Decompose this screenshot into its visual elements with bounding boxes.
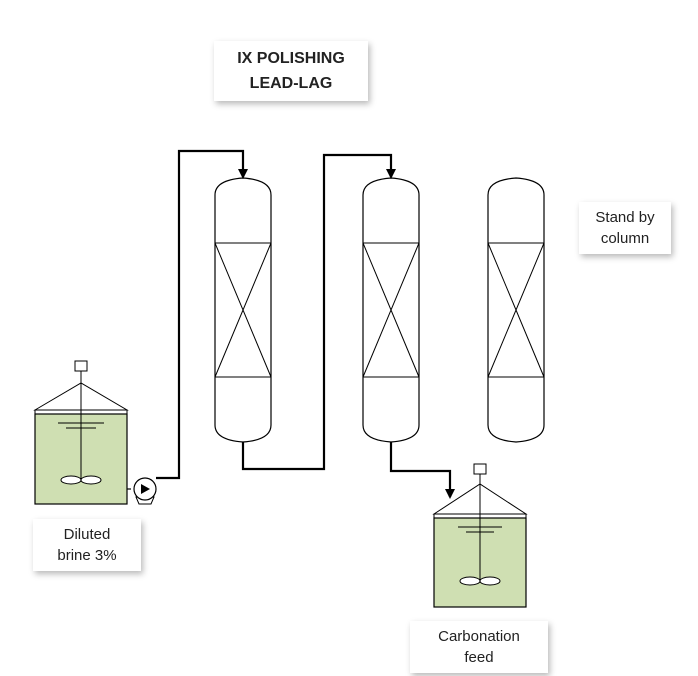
title-line-2: LEAD-LAG [249, 75, 333, 92]
standby-label-line-2: column [600, 230, 650, 247]
lag-column [362, 177, 420, 443]
diagram-title: IX POLISHING LEAD-LAG [214, 41, 368, 101]
brine-tank-label: Diluted brine 3% [33, 519, 141, 571]
title-line-1: IX POLISHING [237, 50, 345, 67]
standby-label-line-1: Stand by [595, 209, 655, 226]
lead-column [214, 177, 272, 443]
carbonation-label-line-2: feed [464, 649, 494, 666]
pipe-lag-to-carbonation-feed [389, 442, 455, 499]
diluted-brine-tank [33, 360, 129, 505]
standby-column-label: Stand by column [579, 202, 671, 254]
carbonation-label-line-1: Carbonation [438, 628, 520, 645]
standby-column [487, 177, 545, 443]
carbonation-feed-tank [432, 463, 528, 608]
brine-label-line-1: Diluted [63, 526, 111, 543]
pipe-lead-to-lag-column [241, 153, 396, 471]
pipe-pump-to-lead-column [156, 149, 248, 480]
carbonation-tank-label: Carbonation feed [410, 621, 548, 673]
feed-pump [127, 477, 157, 505]
brine-label-line-2: brine 3% [57, 547, 117, 564]
